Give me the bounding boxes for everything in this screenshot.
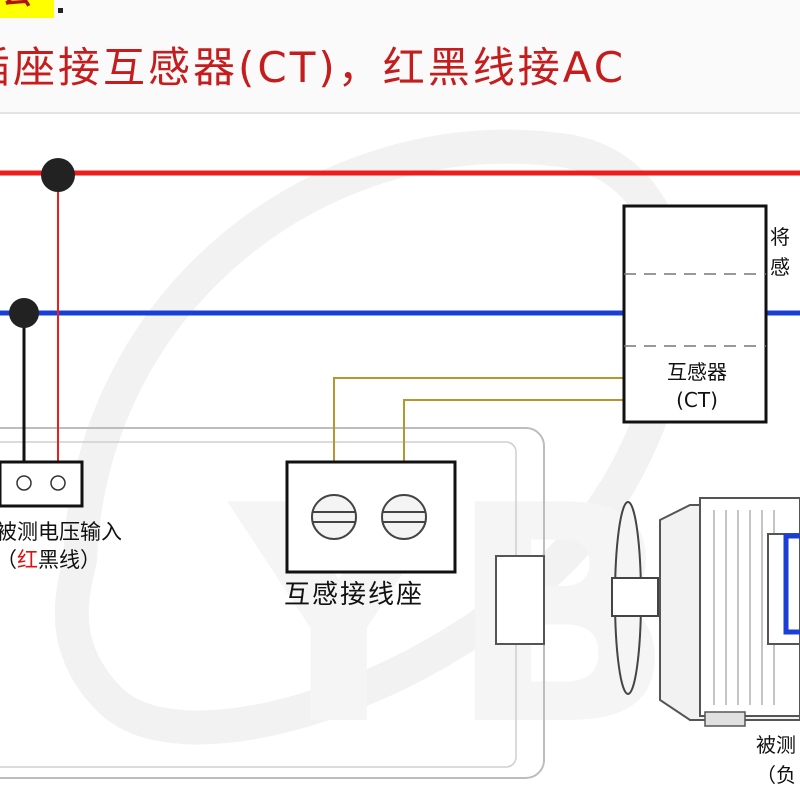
black-wire-word: 黑线: [38, 548, 80, 572]
voltage-input-label: 被测电压输入: [0, 520, 122, 544]
voltage-terminal-red: [50, 475, 66, 491]
load-label-group: 被测 （负: [756, 730, 796, 790]
ct-socket-screw-2: [381, 494, 427, 540]
line-junction-node: [41, 158, 75, 192]
neutral-junction-node: [9, 298, 39, 328]
heading-fragment: 公: [0, 0, 54, 18]
ct-label: 互感器: [667, 360, 727, 384]
load-label-line1: 被测: [756, 733, 796, 757]
voltage-terminal-black: [16, 475, 32, 491]
page-title: 插座接互感器(CT)，红黑线接AC: [0, 43, 627, 92]
red-wire-word: 红: [17, 548, 38, 572]
ct-signal-wire-2: [403, 399, 626, 462]
voltage-input-terminal: [0, 460, 84, 508]
ct-label-group: 互感器 (CT): [624, 358, 770, 414]
title-bar: 公 插座接互感器(CT)，红黑线接AC: [0, 0, 800, 114]
ct-side-note-line2: 感: [770, 255, 790, 279]
ct-sublabel: (CT): [676, 388, 718, 412]
fan-icon: [611, 501, 659, 695]
bullet-dot: [58, 8, 63, 13]
motor-lead-blue: [783, 533, 800, 635]
voltage-input-label-group: 被测电压输入 （红黑线）: [0, 518, 122, 574]
ct-socket-label: 互感接线座: [284, 580, 425, 610]
ct-side-note-line1: 将: [770, 225, 790, 249]
motor-icon: [659, 497, 800, 727]
current-transformer-box: [622, 204, 768, 424]
ct-side-note: 将 感: [770, 222, 790, 282]
load-label-line2: （负: [756, 763, 796, 787]
enclosure-side-terminal: [495, 555, 545, 645]
ct-signal-wire-1: [333, 377, 626, 462]
ct-socket-screw-1: [311, 494, 357, 540]
voltage-input-sublabel: （红黑线）: [0, 548, 101, 572]
